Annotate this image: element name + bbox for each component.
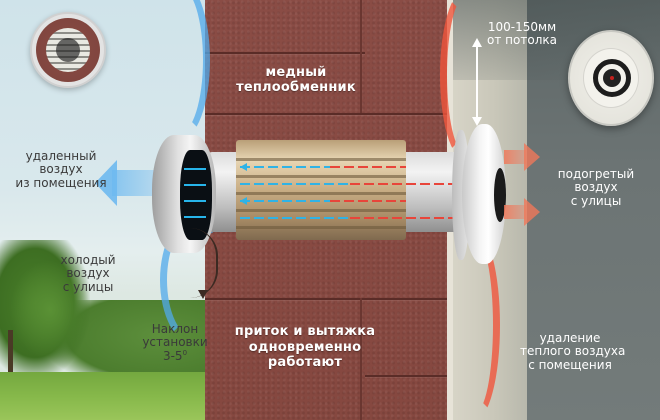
warm-flow-arrows (350, 217, 460, 219)
outdoor-hood-opening (180, 150, 212, 240)
intake-arrow (184, 184, 206, 186)
intake-arrow (184, 168, 206, 170)
mortar-line (365, 375, 447, 377)
label-warmed-air: подогретый воздух с улицы (557, 167, 635, 208)
indoor-valve-opening (494, 168, 506, 222)
warm-air-flow-top (440, 0, 490, 160)
label-ceiling-distance: 100-150мм от потолка (487, 20, 557, 48)
label-tilt: Наклон установки 3-50 (142, 322, 208, 363)
exchanger-fin (236, 209, 406, 212)
mortar-joint (360, 298, 362, 420)
mortar-line (205, 113, 447, 115)
tree-foliage (10, 260, 90, 360)
label-warm-air-removal: удаление теплого воздуха с помещения (520, 331, 626, 372)
tilt-arrow-head-icon (198, 290, 208, 299)
arrow-down-icon (472, 117, 482, 126)
arrow-left-icon (240, 163, 247, 171)
intake-arrow (184, 216, 206, 218)
exchanger-fin (236, 192, 406, 195)
intake-arrow (184, 200, 206, 202)
mortar-line (205, 52, 365, 54)
valve-face-plate (583, 48, 639, 108)
outdoor-grille-callout (30, 12, 106, 88)
warmed-air-arrow (504, 150, 526, 164)
cold-flow-arrows (240, 166, 330, 168)
tree-trunk (8, 330, 13, 380)
exchanger-fin (236, 158, 406, 161)
label-simultaneous: приток и вытяжка одновременно работают (234, 324, 376, 371)
warmed-air-arrow (504, 205, 526, 219)
indoor-valve-callout (568, 30, 654, 126)
cold-flow-arrows (240, 217, 350, 219)
warm-flow-arrows (350, 183, 460, 185)
cold-flow-arrows (240, 200, 330, 202)
exchanger-fin (236, 175, 406, 178)
warm-air-flow-bottom (450, 230, 500, 420)
label-exhaust-air: удаленный воздух из помещения (15, 149, 107, 190)
mortar-line (205, 298, 447, 300)
grille-hub (56, 38, 80, 62)
valve-segments-icon (593, 59, 631, 97)
arrow-left-icon (240, 197, 247, 205)
exhaust-arrow-head-icon (95, 160, 117, 206)
tilt-arrow-icon (190, 228, 218, 298)
warmed-arrow-head-icon (524, 198, 540, 226)
warm-flow-arrows (330, 200, 406, 202)
cold-flow-arrows (240, 183, 350, 185)
mortar-joint (360, 0, 362, 113)
grass-field (0, 372, 210, 420)
warm-flow-arrows (330, 166, 406, 168)
ceiling-dimension-line (476, 44, 478, 124)
label-cold-air: холодый воздух с улицы (60, 253, 116, 294)
cold-air-flow-top (150, 0, 210, 140)
arrow-up-icon (472, 38, 482, 47)
copper-heat-exchanger (236, 140, 406, 240)
warmed-arrow-head-icon (524, 143, 540, 171)
exchanger-fin (236, 226, 406, 229)
indicator-dot (610, 76, 614, 80)
label-copper-exchanger: медный теплообменник (236, 65, 356, 95)
